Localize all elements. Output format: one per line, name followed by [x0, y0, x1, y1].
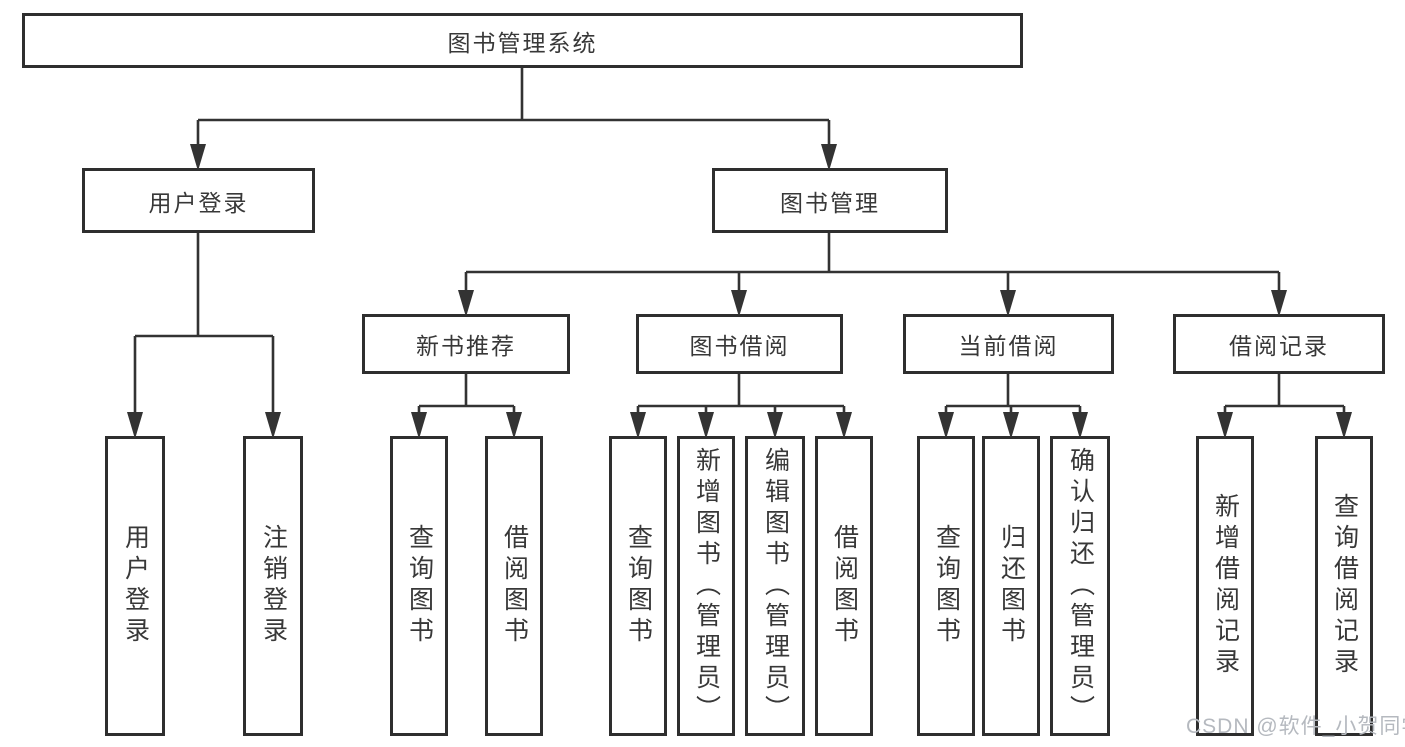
arrow-down-icon [767, 412, 783, 439]
node-user-login: 用户登录 [82, 168, 315, 233]
node-label: 查询借阅记录 [1330, 493, 1359, 679]
leaf-add-books-admin: 新增图书（管理员） [677, 436, 735, 736]
node-label: 查询图书 [932, 524, 961, 648]
leaf-query-books-1: 查询图书 [390, 436, 448, 736]
leaf-add-borrow-record: 新增借阅记录 [1196, 436, 1254, 736]
arrow-down-icon [1003, 412, 1019, 439]
node-book-management: 图书管理 [712, 168, 948, 233]
leaf-logout: 注销登录 [243, 436, 303, 736]
leaf-user-login: 用户登录 [105, 436, 165, 736]
node-label: 归还图书 [997, 524, 1026, 648]
arrow-down-icon [1217, 412, 1233, 439]
leaf-return-books: 归还图书 [982, 436, 1040, 736]
leaf-edit-books-admin: 编辑图书（管理员） [745, 436, 805, 736]
leaf-query-books-2: 查询图书 [609, 436, 667, 736]
arrow-down-icon [506, 412, 522, 439]
node-label: 确认归还（管理员） [1066, 446, 1095, 726]
node-label: 查询图书 [624, 524, 653, 648]
node-label: 新书推荐 [416, 333, 516, 359]
node-new-book-recommendation: 新书推荐 [362, 314, 570, 374]
node-label: 当前借阅 [958, 333, 1059, 359]
arrow-down-icon [821, 144, 837, 171]
node-label: 借阅图书 [500, 524, 529, 648]
node-label: 新增图书（管理员） [692, 446, 721, 726]
arrow-down-icon [1271, 290, 1287, 317]
node-label: 图书管理系统 [447, 29, 598, 56]
arrow-down-icon [836, 412, 852, 439]
arrow-down-icon [1000, 290, 1016, 317]
node-label: 新增借阅记录 [1211, 493, 1240, 679]
node-label: 编辑图书（管理员） [761, 446, 790, 726]
arrow-down-icon [1336, 412, 1352, 439]
csdn-watermark: CSDN @软件_小贺同学 [1186, 715, 1405, 738]
node-label: 用户登录 [121, 524, 150, 648]
node-book-borrowing: 图书借阅 [636, 314, 843, 374]
arrow-down-icon [127, 412, 143, 439]
leaf-confirm-return-admin: 确认归还（管理员） [1050, 436, 1110, 736]
arrow-down-icon [458, 290, 474, 317]
node-label: 注销登录 [259, 524, 288, 648]
node-label: 查询图书 [405, 524, 434, 648]
node-label: 借阅图书 [830, 524, 859, 648]
node-label: 借阅记录 [1229, 333, 1329, 359]
arrow-down-icon [698, 412, 714, 439]
arrow-down-icon [630, 412, 646, 439]
arrow-down-icon [411, 412, 427, 439]
leaf-query-books-3: 查询图书 [917, 436, 975, 736]
node-library-system: 图书管理系统 [22, 13, 1023, 68]
arrow-down-icon [1072, 412, 1088, 439]
node-borrowing-records: 借阅记录 [1173, 314, 1385, 374]
leaf-borrow-books-2: 借阅图书 [815, 436, 873, 736]
node-label: 图书管理 [780, 189, 880, 216]
arrow-down-icon [265, 412, 281, 439]
arrow-down-icon [938, 412, 954, 439]
arrow-down-icon [190, 144, 206, 171]
node-label: 图书借阅 [689, 333, 790, 359]
node-label: 用户登录 [148, 189, 249, 216]
leaf-query-borrow-record: 查询借阅记录 [1315, 436, 1373, 736]
leaf-borrow-books-1: 借阅图书 [485, 436, 543, 736]
arrow-down-icon [731, 290, 747, 317]
node-current-borrowing: 当前借阅 [903, 314, 1114, 374]
